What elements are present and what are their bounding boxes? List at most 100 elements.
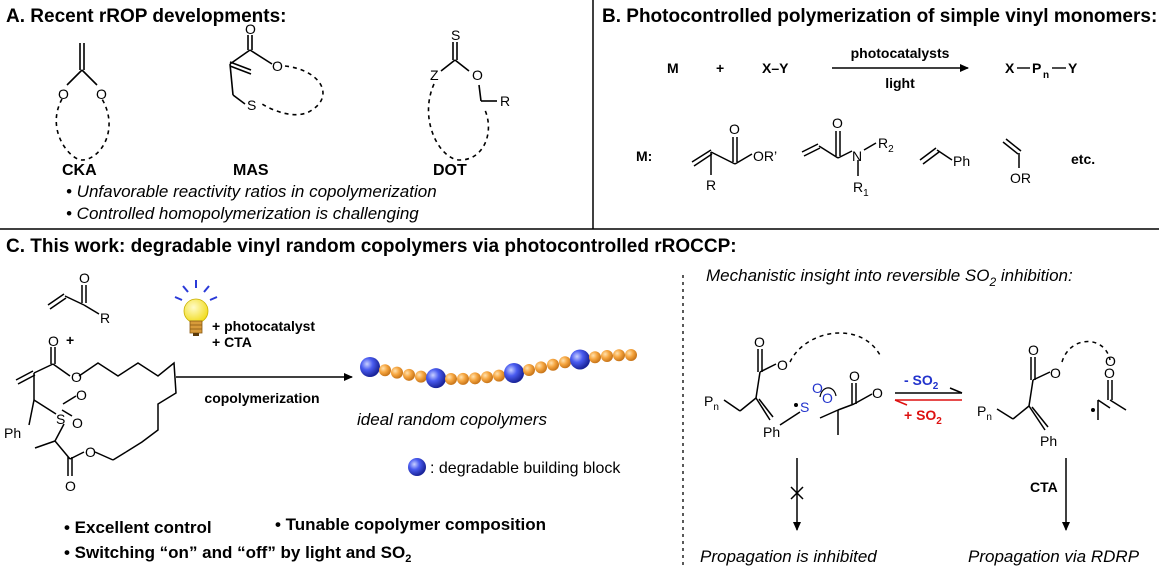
- bullet-3-subscript: 2: [405, 553, 411, 565]
- dot-r-group: R: [500, 93, 510, 109]
- left-so2-o1: O: [812, 380, 823, 396]
- right-acyl-o: O: [1104, 365, 1115, 381]
- monomer-plus: +: [66, 332, 74, 348]
- mech-title-subscript: 2: [988, 275, 996, 289]
- vinyl-bead: [601, 349, 613, 362]
- acrylamide-r1: R1: [853, 179, 869, 199]
- vinyl-bead: [589, 351, 601, 364]
- cta-label: CTA: [1030, 479, 1058, 495]
- ketone-r: R: [100, 310, 110, 326]
- acrylate-monomer: [691, 137, 753, 175]
- left-ester-o: O: [777, 357, 788, 373]
- outcome-inhibited: Propagation is inhibited: [700, 547, 877, 566]
- panel-c-bullet-3: • Switching “on” and “off” by light and …: [64, 543, 411, 565]
- vinyl-bead: [445, 372, 457, 385]
- mas-structure: [229, 35, 324, 116]
- degradable-bead: [504, 362, 524, 383]
- legend-blue-bead: [408, 458, 426, 476]
- cka-structure: [55, 43, 110, 161]
- vinyl-bead: [391, 366, 403, 379]
- chain-caption: ideal random copolymers: [357, 410, 547, 429]
- product-n: n: [1043, 70, 1049, 81]
- macrocycle-carbonyl-o-top: O: [48, 333, 59, 349]
- dot-sulfur: S: [451, 27, 460, 43]
- vinyl-bead: [613, 349, 625, 362]
- minus-so2-subscript: 2: [933, 381, 939, 392]
- vinyl-bead: [493, 369, 505, 382]
- alkyl-radical-intermediate: [996, 340, 1127, 431]
- left-ph: Ph: [763, 424, 780, 440]
- reagent-cta: + CTA: [212, 334, 252, 350]
- acrylate-carbonyl-o: O: [729, 121, 740, 137]
- product-p: P: [1032, 60, 1041, 76]
- styrene-ph: Ph: [953, 153, 970, 169]
- mas-sulfur: S: [247, 97, 256, 113]
- vinyl-bead: [403, 368, 415, 381]
- degradable-bead: [360, 357, 380, 377]
- vinyl-bead: [457, 372, 469, 385]
- styrene-monomer: [919, 147, 953, 165]
- panel-b-title: B. Photocontrolled polymerization of sim…: [602, 6, 1157, 27]
- reagent-photocatalyst: + photocatalyst: [212, 318, 315, 334]
- sulfonyl-radical-intermediate: [723, 332, 881, 435]
- right-pn-subscript: n: [986, 412, 992, 423]
- minus-so2-text: - SO: [904, 372, 933, 388]
- eq-arrow-light-label: light: [885, 75, 915, 91]
- vinyl-bead: [559, 356, 571, 369]
- vinyl-bead: [523, 363, 535, 376]
- right-carbonyl-o: O: [1028, 342, 1039, 358]
- acrylamide-monomer: [801, 131, 877, 176]
- inhibited-cross-b: [790, 486, 804, 500]
- left-acyl-ester-o: O: [872, 385, 883, 401]
- dot-z-group: Z: [430, 67, 439, 83]
- vinyl-bead: [415, 370, 427, 383]
- plus-so2-text: + SO: [904, 407, 936, 423]
- right-radical-dot: [1091, 408, 1095, 412]
- mech-title-end: inhibition:: [996, 266, 1073, 285]
- light-bulb-icon: [174, 280, 218, 336]
- left-pn-letter: P: [704, 393, 713, 409]
- label-cka: CKA: [62, 162, 97, 179]
- r2-subscript: 2: [888, 144, 894, 155]
- plus-so2-subscript: 2: [936, 416, 942, 427]
- panel-c-title: C. This work: degradable vinyl random co…: [6, 236, 737, 257]
- product-y: Y: [1068, 60, 1078, 76]
- vinyl-bead: [379, 364, 391, 377]
- r1-subscript: 1: [863, 188, 869, 199]
- curved-arrow-icon: [819, 387, 837, 398]
- left-carbonyl-o: O: [754, 334, 765, 350]
- macrocycle-sulfur: S: [56, 411, 65, 427]
- degradable-bead: [426, 368, 446, 389]
- label-mas: MAS: [233, 162, 269, 179]
- right-ph: Ph: [1040, 433, 1057, 449]
- ketone-oxygen: O: [79, 270, 90, 286]
- left-so2-o2: O: [822, 390, 833, 406]
- left-so2-sulfur: S: [800, 399, 809, 415]
- eq-arrow-catalyst-label: photocatalysts: [851, 45, 950, 61]
- mas-ester-oxygen: O: [272, 58, 283, 74]
- left-acyl-o: O: [849, 368, 860, 384]
- vinyl-ketone-monomer: [47, 285, 100, 315]
- acrylate-r: R: [706, 177, 716, 193]
- vinyl-bead: [535, 361, 547, 374]
- panel-c-bullet-2: • Tunable copolymer composition: [275, 515, 546, 534]
- acrylamide-n: N: [852, 148, 862, 164]
- vinyl-ether-monomer: [1002, 138, 1022, 168]
- cka-oxygen-left: O: [58, 86, 69, 102]
- dot-structure: [427, 42, 497, 161]
- acrylamide-r2: R2: [878, 135, 894, 155]
- cka-oxygen-right: O: [96, 86, 107, 102]
- degradable-bead: [570, 349, 590, 370]
- dot-oxygen: O: [472, 67, 483, 83]
- left-pn: Pn: [704, 393, 719, 413]
- acrylate-or-prime: OR’: [753, 148, 777, 164]
- acrylamide-carbonyl-o: O: [832, 115, 843, 131]
- plus-so2-label: + SO2: [904, 407, 942, 427]
- macrocycle-so-o2: O: [72, 415, 83, 431]
- macrocycle-so-o1: O: [76, 387, 87, 403]
- eq-product: X P n Y: [1005, 60, 1078, 81]
- macrocycle-ester-o-bottom: O: [85, 444, 96, 460]
- legend-text: : degradable building block: [430, 460, 621, 477]
- vinyl-bead: [481, 371, 493, 384]
- macrocycle-ester-o-top: O: [71, 369, 82, 385]
